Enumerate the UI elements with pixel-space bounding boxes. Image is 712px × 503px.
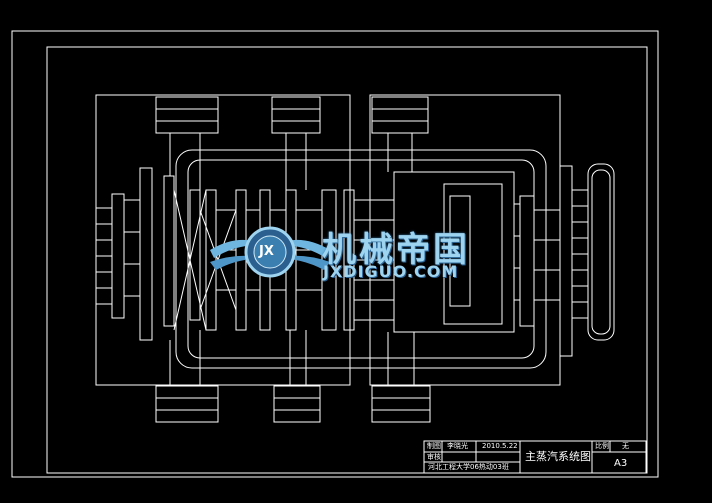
sheet-size: A3 xyxy=(614,458,628,469)
title-block xyxy=(423,440,647,474)
title-block-drawn-label: 制图 xyxy=(427,442,441,450)
turbine-inner xyxy=(591,169,611,335)
watermark-title: 机械帝国 xyxy=(322,230,470,270)
outer-border xyxy=(11,30,659,478)
top-valve-stations xyxy=(155,96,429,134)
title-block-scale-value: 无 xyxy=(622,442,629,450)
bottom-valve-stations xyxy=(155,385,431,423)
watermark-logo-icon xyxy=(210,226,330,278)
right-pipes xyxy=(514,189,588,319)
title-block-scale-label: 比例 xyxy=(595,442,609,450)
watermark-logo-letters: JX xyxy=(259,244,274,259)
title-block-date: 2010.5.22 xyxy=(482,442,518,450)
right-inner-sub xyxy=(449,195,471,307)
left-feed-lines xyxy=(96,199,140,305)
left-boiler-column xyxy=(111,193,125,319)
left-column-4 xyxy=(189,189,201,321)
title-block-school: 河北工程大学06热动03班 xyxy=(428,463,509,471)
left-column-3 xyxy=(163,175,175,327)
right-column-1 xyxy=(519,195,535,327)
title-block-drawn-name: 李晓光 xyxy=(447,442,468,450)
left-column-2 xyxy=(139,167,153,341)
vertical-drops xyxy=(169,133,415,386)
center-loop xyxy=(175,149,547,369)
right-column-2 xyxy=(559,165,573,357)
right-inner-panel xyxy=(443,183,503,325)
right-cabinet xyxy=(393,171,515,333)
watermark-url: JXDIGUO.COM xyxy=(323,262,459,281)
turbine-block xyxy=(587,163,615,341)
drawing-title: 主蒸汽系统图 xyxy=(525,450,591,463)
left-header-frame xyxy=(95,94,351,386)
inner-border xyxy=(46,46,648,474)
title-block-review-label: 审核 xyxy=(427,453,441,461)
